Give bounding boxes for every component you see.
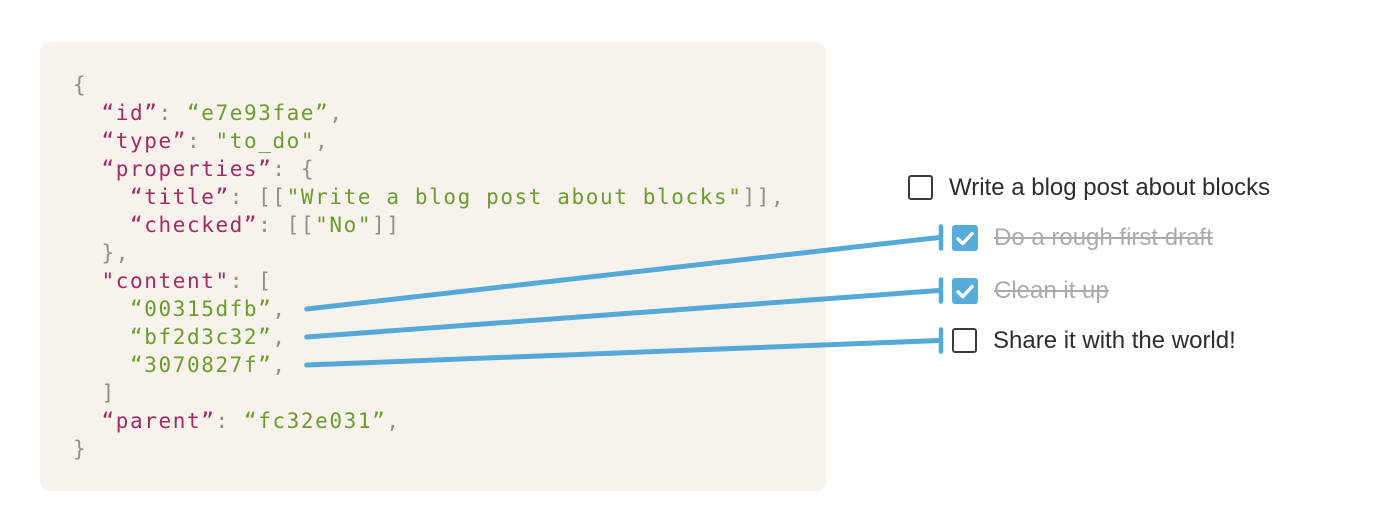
todo-item: Do a rough first draft (952, 223, 1213, 252)
code-token-key: “type” (101, 129, 187, 153)
code-token-punc: , (272, 353, 287, 377)
todo-label: Write a blog post about blocks (949, 173, 1271, 201)
code-token-punc: : [[ (229, 185, 287, 209)
code-line-text: “title”: [["Write a blog post about bloc… (73, 185, 785, 209)
code-line: “bf2d3c32”, (73, 323, 826, 351)
code-line: “title”: [["Write a blog post about bloc… (73, 183, 826, 211)
code-token-str: “00315dfb” (129, 297, 273, 321)
code-token-punc (73, 157, 102, 181)
code-token-punc (73, 101, 102, 125)
code-line: “type”: "to_do", (73, 127, 826, 155)
code-line-text: { (73, 73, 87, 97)
code-token-punc: : (186, 129, 216, 153)
code-token-punc: , (315, 129, 330, 153)
code-token-punc (73, 353, 130, 377)
code-token-punc: : { (272, 157, 316, 181)
code-token-punc (73, 325, 130, 349)
code-line-text: “00315dfb”, (73, 297, 287, 321)
code-token-str: “fc32e031” (243, 409, 387, 433)
code-token-key: “checked” (129, 213, 259, 237)
code-line: “properties”: { (73, 155, 826, 183)
code-line-text: “type”: "to_do", (73, 129, 329, 153)
code-token-punc: : (158, 101, 187, 125)
code-token-punc: , (272, 297, 287, 321)
code-line: }, (73, 239, 826, 267)
code-token-punc: , (329, 101, 344, 125)
todo-label: Clean it up (994, 276, 1109, 304)
code-token-str: “e7e93fae” (186, 101, 330, 125)
code-token-key: “id” (101, 101, 159, 125)
todo-item: Write a blog post about blocks (908, 173, 1270, 202)
todo-item: Share it with the world! (952, 326, 1236, 355)
code-token-punc (73, 269, 102, 293)
code-token-punc: } (73, 437, 88, 461)
code-token-punc: : [[ (258, 213, 316, 237)
todo-label: Do a rough first draft (994, 223, 1213, 251)
code-token-punc: }, (73, 241, 130, 265)
code-token-str: “bf2d3c32” (129, 325, 273, 349)
code-line-text: }, (73, 241, 130, 265)
code-line-text: “parent”: “fc32e031”, (73, 409, 401, 433)
code-token-punc (73, 185, 130, 209)
code-token-str: "No" (315, 213, 373, 237)
todo-checkbox[interactable] (952, 328, 977, 353)
code-line: } (73, 435, 826, 463)
code-token-punc (73, 409, 102, 433)
code-line: “checked”: [["No"]] (73, 211, 826, 239)
code-token-punc (73, 129, 102, 153)
json-code: { “id”: “e7e93fae”, “type”: "to_do", “pr… (40, 42, 826, 463)
code-token-punc: : (215, 409, 244, 433)
code-line: “parent”: “fc32e031”, (73, 407, 826, 435)
code-line-text: “checked”: [["No"]] (73, 213, 401, 237)
checkmark-icon (956, 231, 974, 245)
code-token-punc: ]], (742, 185, 786, 209)
code-token-str: "to_do" (215, 129, 316, 153)
code-line-text: “properties”: { (73, 157, 315, 181)
code-token-punc: ] (73, 381, 116, 405)
code-token-punc (73, 213, 130, 237)
checkmark-icon (956, 284, 974, 298)
code-line-text: ] (73, 381, 116, 405)
code-token-punc: , (386, 409, 401, 433)
code-token-str: "Write a blog post about blocks" (286, 185, 743, 209)
code-line: “3070827f”, (73, 351, 826, 379)
code-line: "content": [ (73, 267, 826, 295)
code-line: ] (73, 379, 826, 407)
code-token-punc: , (272, 325, 287, 349)
code-token-key: “title” (129, 185, 230, 209)
todo-label: Share it with the world! (993, 326, 1236, 354)
code-line-text: “3070827f”, (73, 353, 287, 377)
code-token-key: “parent” (101, 409, 216, 433)
code-line: “id”: “e7e93fae”, (73, 99, 826, 127)
code-token-punc (73, 297, 130, 321)
code-token-key: "content" (101, 269, 230, 293)
todo-checkbox[interactable] (952, 277, 978, 304)
code-line-text: “bf2d3c32”, (73, 325, 287, 349)
todo-checkbox[interactable] (908, 175, 933, 200)
code-block: { “id”: “e7e93fae”, “type”: "to_do", “pr… (40, 42, 826, 491)
code-line-text: “id”: “e7e93fae”, (73, 101, 344, 125)
todo-checkbox[interactable] (952, 224, 978, 251)
code-token-key: “properties” (101, 157, 273, 181)
code-token-punc: : [ (229, 269, 273, 293)
code-token-punc: { (73, 73, 88, 97)
code-line-text: } (73, 437, 87, 461)
code-line-text: "content": [ (73, 269, 272, 293)
code-line: “00315dfb”, (73, 295, 826, 323)
code-line: { (73, 71, 826, 99)
code-token-str: “3070827f” (129, 353, 273, 377)
code-token-punc: ]] (372, 213, 401, 237)
todo-item: Clean it up (952, 276, 1109, 305)
